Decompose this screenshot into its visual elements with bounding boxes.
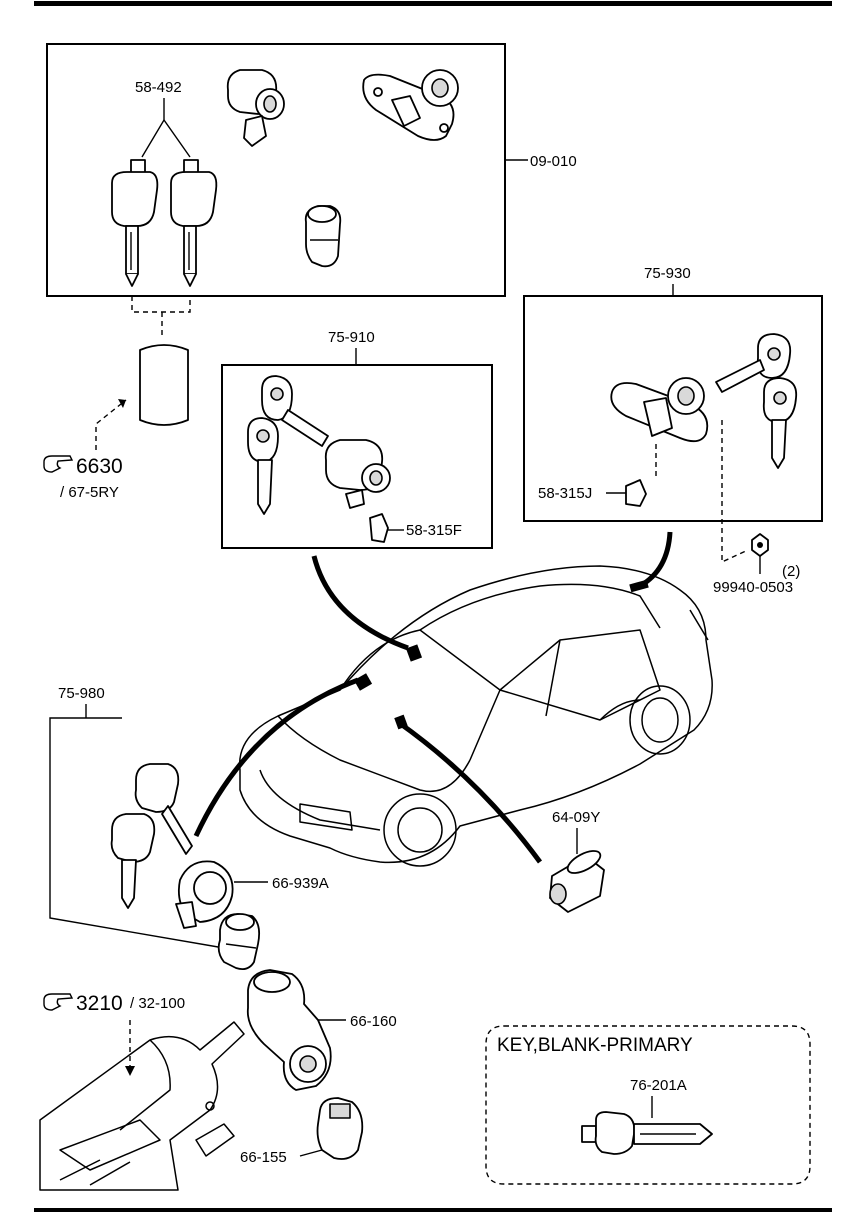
nut-label: 99940-0503 (713, 579, 793, 596)
lock-body-label: 66-160 (350, 1013, 397, 1030)
switch-leader (299, 1149, 323, 1157)
door-key-1 (261, 375, 329, 447)
lock-clip-rear (625, 479, 647, 507)
door-key-2 (247, 417, 279, 515)
ref1-main: 6630 (76, 455, 123, 478)
ref2-pointing-hand-icon (43, 993, 74, 1011)
ring-label: 66-939A (272, 875, 329, 892)
lock-set-label: 09-010 (530, 153, 577, 170)
key-2 (170, 159, 218, 287)
bottom-rule (34, 1208, 832, 1212)
key-blank-box (485, 1025, 811, 1185)
steering-key-1 (134, 763, 193, 855)
car-outline (238, 565, 713, 867)
trunk-cylinder (362, 69, 459, 141)
trunk-key-1 (715, 333, 792, 393)
key-1 (111, 159, 159, 287)
steering-column (39, 1021, 245, 1191)
steering-cylinder (217, 913, 261, 971)
ref2-arrow (125, 1066, 135, 1076)
ref1-dash (95, 399, 127, 450)
steering-lock-set-label: 75-980 (58, 685, 105, 702)
nut-dash (721, 420, 749, 564)
glove-cylinder-label: 64-09Y (552, 809, 600, 826)
door-lock-set-box (221, 364, 493, 549)
trunk-cylinder-2 (610, 377, 709, 443)
top-rule (34, 1, 832, 6)
callout-door (311, 555, 409, 651)
lock-clip-front (369, 513, 389, 543)
switch-label: 66-155 (240, 1149, 287, 1166)
blank-key-label: 76-201A (630, 1077, 687, 1094)
ref1-sub: / 67-5RY (60, 484, 119, 501)
trunk-lock-set-box (523, 295, 823, 522)
door-cylinder-small (226, 69, 285, 147)
glove-cylinder (549, 850, 605, 913)
callout-steering (193, 677, 359, 838)
steering-set-bracket (49, 717, 225, 949)
callout-trunk (638, 531, 673, 589)
glove-lock-small (304, 205, 342, 268)
key-set-label: 58-492 (135, 79, 182, 96)
door-lock-set-label: 75-910 (328, 329, 375, 346)
steering-lock-body (246, 969, 332, 1091)
key-blank-title: KEY,BLANK-PRIMARY (497, 1035, 693, 1056)
clip-rear-label: 58-315J (538, 485, 592, 502)
trunk-key-2 (762, 377, 798, 469)
steering-key-2 (110, 813, 156, 909)
ref1-arrow (118, 399, 126, 408)
lock-set-box (46, 43, 506, 297)
ref1-pointing-hand-icon (43, 455, 74, 473)
ref2-main: 3210 (76, 992, 123, 1015)
trunk-lock-set-label: 75-930 (644, 265, 691, 282)
nut-qty: (2) (782, 563, 800, 580)
key-sleeve (139, 344, 189, 426)
blank-key (581, 1111, 713, 1155)
ignition-switch (316, 1097, 364, 1160)
illumination-ring (175, 860, 234, 929)
key-set-fork (141, 118, 191, 158)
callout-glove (396, 719, 543, 864)
key-sleeve-dash (131, 296, 191, 313)
ref2-sub: / 32-100 (130, 995, 185, 1012)
clip-front-label: 58-315F (406, 522, 462, 539)
door-cylinder (324, 439, 391, 509)
